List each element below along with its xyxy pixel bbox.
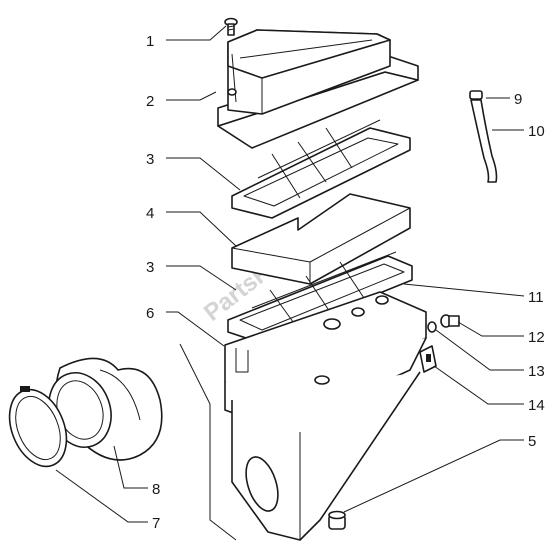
part-screw-1	[224, 17, 238, 36]
leader-line-3-upper	[166, 157, 241, 191]
leader-line-4	[166, 211, 237, 247]
callout-7: 7	[152, 515, 160, 532]
callout-3-lower: 3	[146, 259, 154, 276]
leader-line-1	[166, 25, 227, 41]
callout-13: 13	[528, 363, 545, 380]
part-washer-13	[427, 321, 437, 333]
callout-3-upper: 3	[146, 151, 154, 168]
part-breather-hose-10	[470, 99, 498, 183]
callout-labels: 1 2 3 4 3 6 8 7 9 10 11 12 13 14 5	[146, 33, 545, 532]
leader-line-3-lower	[166, 265, 237, 291]
part-screw-12	[440, 314, 460, 328]
callout-12: 12	[528, 329, 545, 346]
leader-line-5	[343, 439, 524, 513]
part-gasket-3-upper	[231, 119, 411, 219]
callout-2: 2	[146, 93, 154, 110]
callout-14: 14	[528, 397, 545, 414]
callout-4: 4	[146, 205, 154, 222]
callout-6: 6	[146, 305, 154, 322]
leader-line-11	[403, 283, 525, 297]
leader-line-12	[457, 321, 524, 337]
part-clip-9	[469, 90, 483, 100]
leader-line-6	[166, 311, 225, 347]
callout-1: 1	[146, 33, 154, 50]
callout-11: 11	[528, 289, 544, 306]
part-bracket-14	[419, 345, 437, 373]
part-intake-duct-8	[48, 357, 163, 461]
leader-line-14	[433, 365, 524, 405]
callout-8: 8	[152, 481, 160, 498]
leader-line-8	[113, 445, 148, 489]
leader-line-13	[435, 329, 524, 371]
part-grommet-5	[328, 510, 346, 530]
callout-9: 9	[514, 91, 522, 108]
leader-line-2	[166, 91, 217, 101]
part-airbox-body-6	[179, 291, 427, 541]
leader-lines	[55, 25, 525, 523]
part-hose-clamp-7	[8, 386, 68, 468]
part-gasket-3-lower	[227, 251, 413, 343]
part-lid-2	[217, 29, 419, 149]
callout-5: 5	[528, 433, 536, 450]
leader-line-7	[55, 469, 148, 523]
callout-10: 10	[528, 123, 545, 140]
part-filter-4	[231, 193, 411, 285]
